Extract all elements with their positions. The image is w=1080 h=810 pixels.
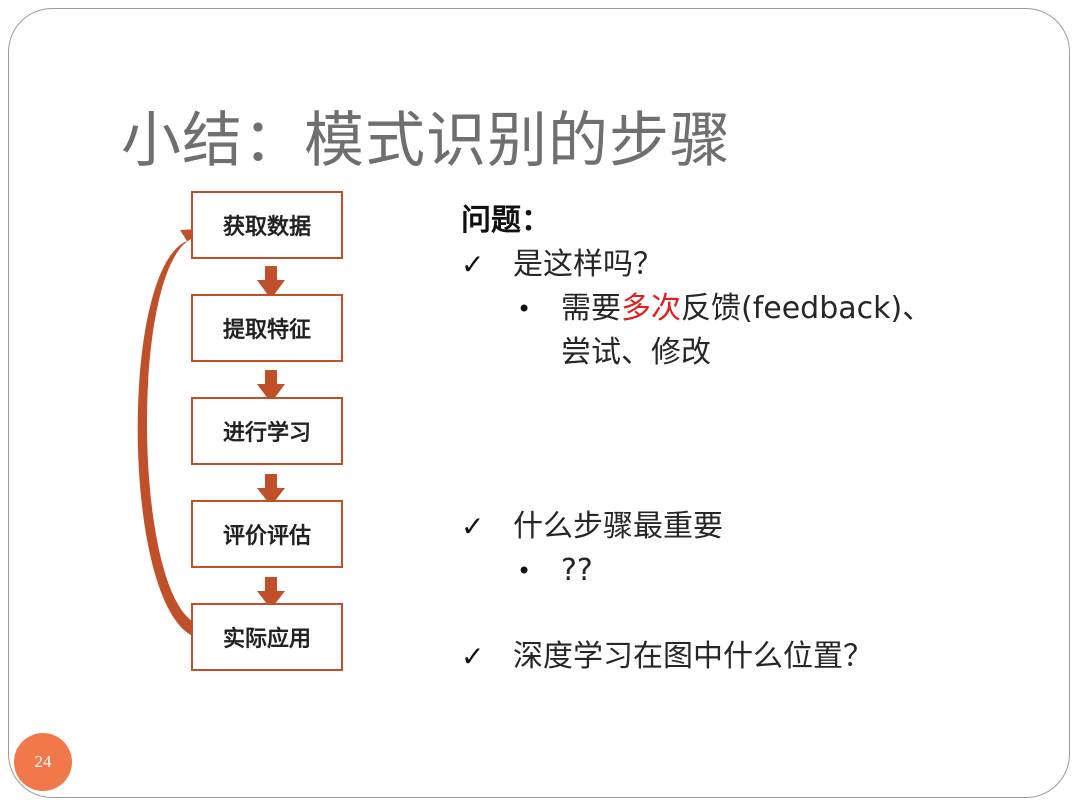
- page-number-badge: 24: [14, 733, 72, 791]
- down-arrow-2-3: [257, 370, 285, 403]
- check-icon: ✓: [461, 248, 485, 281]
- sub-bullet: • ??: [517, 549, 937, 593]
- bullet-icon: •: [517, 295, 532, 323]
- down-arrow-1-2: [257, 266, 285, 299]
- question-item: ✓ 深度学习在图中什么位置？: [461, 635, 873, 679]
- step-get-data: 获取数据: [191, 191, 343, 259]
- step-application: 实际应用: [191, 603, 343, 671]
- slide: 小结：模式识别的步骤 获取数据 提取特征 进行学习 评价评估 实际应用 问题： …: [8, 8, 1070, 798]
- step-extract-features: 提取特征: [191, 294, 343, 362]
- flow-diagram: [137, 229, 285, 637]
- question-text: 什么步骤最重要: [513, 509, 723, 544]
- feedback-loop-arrow: [137, 229, 200, 637]
- down-arrow-4-5: [257, 577, 285, 609]
- question-item: ✓ 是这样吗？: [461, 243, 663, 287]
- question-text: 是这样吗？: [513, 247, 663, 282]
- sub-bullet-text: 需要多次反馈(feedback)、尝试、修改: [561, 291, 933, 370]
- slide-title: 小结：模式识别的步骤: [121, 106, 731, 176]
- step-learning: 进行学习: [191, 397, 343, 465]
- down-arrow-3-4: [257, 474, 285, 506]
- highlight-text: 多次: [621, 291, 681, 326]
- questions-heading: 问题：: [461, 203, 551, 238]
- sub-bullet-text: ??: [561, 553, 593, 588]
- question-text: 深度学习在图中什么位置？: [513, 639, 873, 674]
- check-icon: ✓: [461, 640, 485, 673]
- sub-bullet: • 需要多次反馈(feedback)、尝试、修改: [517, 287, 937, 375]
- question-item: ✓ 什么步骤最重要: [461, 505, 723, 549]
- step-evaluation: 评价评估: [191, 500, 343, 568]
- bullet-icon: •: [517, 557, 532, 585]
- check-icon: ✓: [461, 510, 485, 543]
